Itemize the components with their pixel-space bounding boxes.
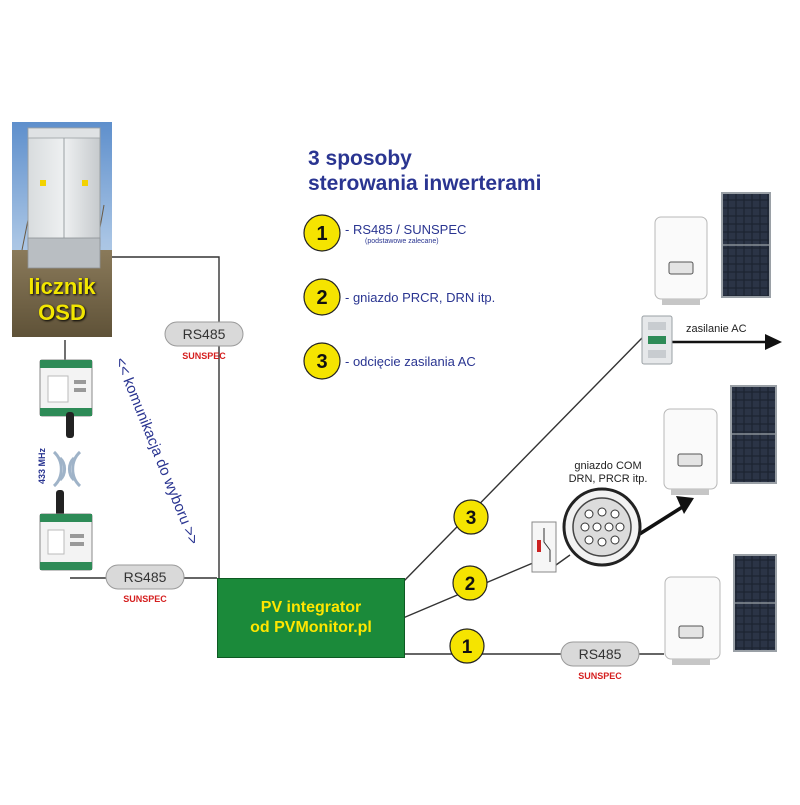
badge-number: 1 [462,637,473,658]
legend-item-2: - gniazdo PRCR, DRN itp. [345,290,495,305]
rs485-label: RS485 [124,569,167,585]
comm-choice-label: << komunikacja do wyboru >> [111,355,202,547]
legend-label: - gniazdo PRCR, DRN itp. [345,290,496,305]
badge-number: 3 [466,508,477,529]
legend-badge-1: 1 [303,214,341,252]
ac-supply-label: zasilanie AC [686,323,747,335]
inverter-top [654,216,708,305]
badge-line-2: 2 [452,565,488,601]
sunspec-label: SUNSPEC [182,351,226,361]
radio-module-bottom [39,490,93,571]
inverter-middle [663,408,718,495]
diagram-title: 3 sposoby sterowania inwerterami [308,146,541,196]
meter-label: licznik OSD [12,274,112,326]
sunspec-label: SUNSPEC [123,594,167,604]
badge-number: 2 [316,287,327,309]
legend-badge-2: 2 [303,278,341,316]
rs485-label: RS485 [183,326,226,342]
switch-link-line [555,554,571,566]
solar-panel-top [721,192,771,298]
com-socket-label: gniazdo COM DRN, PRCR itp. [556,460,660,486]
badge-line-3: 3 [453,499,489,535]
meter-rs485-line [112,256,220,578]
integrator-line-1: PV integrator [260,599,362,616]
meter-photo [12,122,112,337]
legend-label: - RS485 / SUNSPEC [345,222,467,237]
radio-waves [52,450,82,488]
rs485-pill-inverter: RS485 SUNSPEC [560,641,640,681]
solar-panel-middle [730,385,777,484]
solar-panel-bottom [733,554,777,652]
integrator-line-2: od PVMonitor.pl [250,619,372,636]
sunspec-label: SUNSPEC [578,671,622,681]
title-line-2: sterowania inwerterami [308,172,542,195]
pv-integrator-box: PV integrator od PVMonitor.pl [217,578,405,658]
legend-badge-3: 3 [303,342,341,380]
rs485-pill-module: RS485 SUNSPEC [105,564,185,604]
legend-sublabel: (podstawowe zalecane) [365,238,439,245]
badge-number: 2 [465,574,476,595]
meter-label-line-2: OSD [38,300,86,325]
com-socket-line-1: gniazdo COM [574,460,642,472]
radio-freq-label: 433 MHz [37,447,47,484]
com-socket-line-2: DRN, PRCR itp. [568,473,648,485]
rs485-pill-meter: RS485 SUNSPEC [164,321,244,361]
line-method-3 [402,337,643,583]
badge-number: 3 [316,351,327,373]
radio-module-top [39,359,93,438]
ac-supply-arrow [672,334,782,350]
rs485-label: RS485 [579,646,622,662]
legend-item-1: - RS485 / SUNSPEC (podstawowe zalecane) [345,222,466,245]
ac-relay [641,315,673,365]
legend-item-3: - odcięcie zasilania AC [345,354,476,369]
legend-label: - odcięcie zasilania AC [345,354,476,369]
meter-label-line-1: licznik [28,274,96,299]
dry-contact-switch [531,521,557,573]
com-socket [562,487,642,567]
inverter-bottom [664,576,721,665]
title-line-1: 3 sposoby [308,147,412,170]
badge-line-1: 1 [449,628,485,664]
badge-number: 1 [316,223,327,245]
